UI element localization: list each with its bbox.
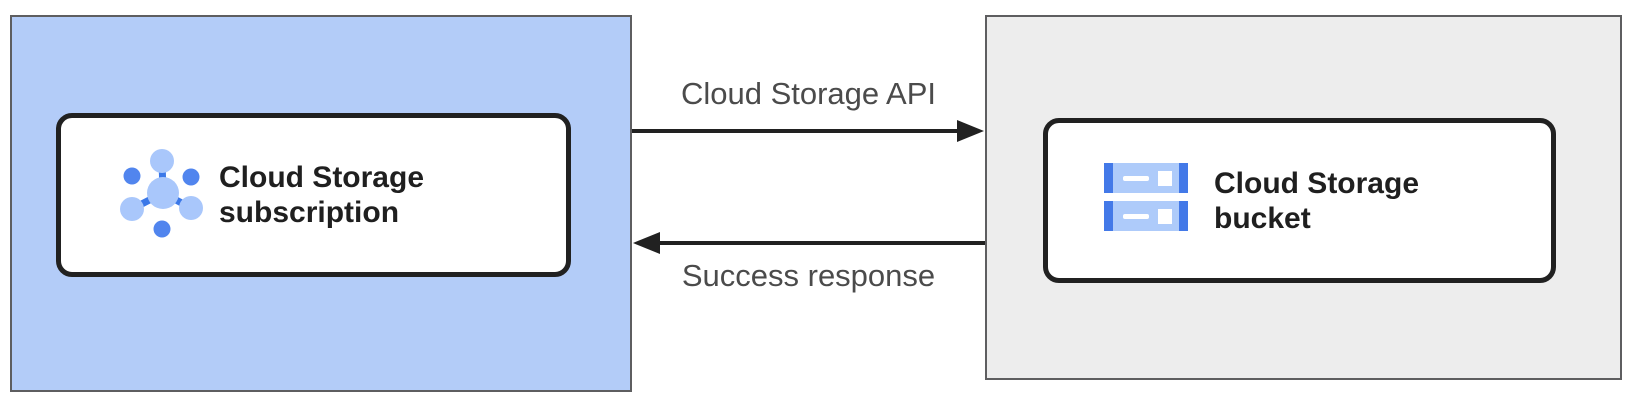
response-arrow [658,241,985,245]
request-arrow-label: Cloud Storage API [680,76,937,111]
subscription-node-label: Cloud Storage subscription [219,161,425,229]
bucket-node: Cloud Storage bucket [1043,118,1556,283]
response-arrowhead-icon [633,232,660,254]
response-arrow-label: Success response [681,258,936,293]
request-arrow [632,129,959,133]
bucket-node-label: Cloud Storage bucket [1214,166,1420,235]
cloud-storage-bucket-icon [1104,163,1190,238]
subscription-node: Cloud Storage subscription [56,113,571,277]
request-arrowhead-icon [957,120,984,142]
pubsub-icon [113,143,213,248]
